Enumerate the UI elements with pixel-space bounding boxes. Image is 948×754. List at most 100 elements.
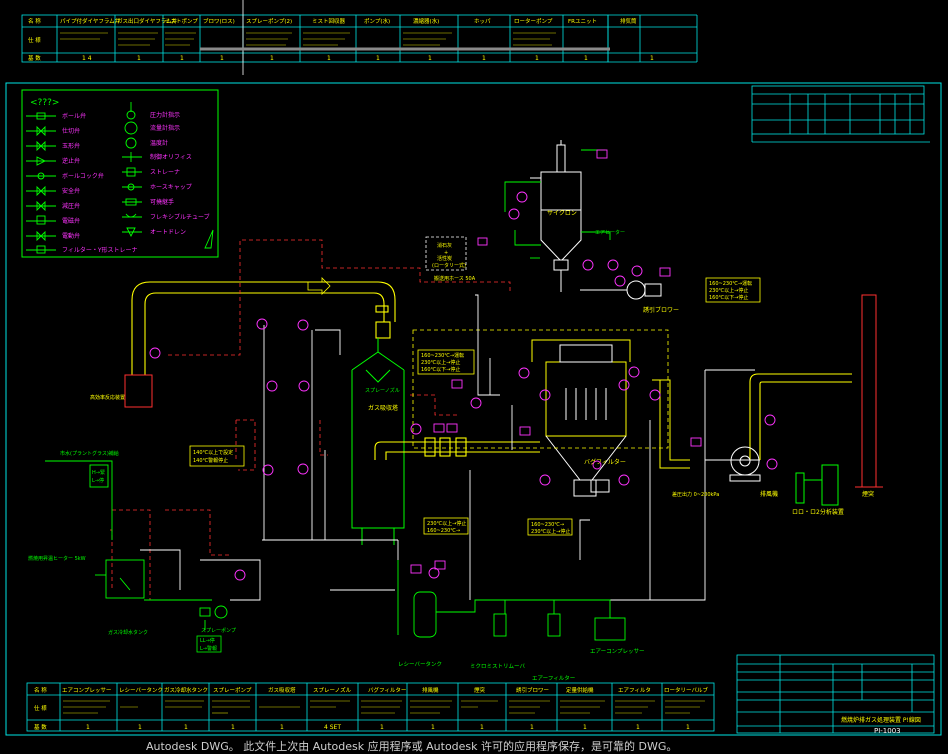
bottom-table-count: 1 [480, 724, 484, 731]
top-table-count: 1 [137, 55, 141, 62]
reactor-box [124, 374, 153, 408]
top-table-count: 1 [584, 55, 588, 62]
bottom-table-rowlabel: 名 称 [34, 686, 47, 694]
spray-nozzle-label: スプレーノズル [365, 387, 400, 394]
top-table-header: パイプ付ダイヤフラム弁 [60, 17, 121, 25]
bottom-table-count: 1 [138, 724, 142, 731]
bottom-table-count: 1 [431, 724, 435, 731]
top-table-count: 1 [327, 55, 331, 62]
top-table-count: 1 [376, 55, 380, 62]
feeder-box [425, 236, 467, 271]
top-table-header: ホッパ [474, 18, 491, 25]
status-bar [0, 736, 948, 753]
exhaust-fan [729, 446, 761, 482]
temp-note-box-1: 140℃以上で設定 140℃警報停止 [189, 445, 245, 467]
title-block [736, 654, 935, 734]
legend-box: <???> ボール弁 仕切弁 玉形弁 逆止弁 ボールコック弁 安全弁 減圧弁 電… [21, 89, 219, 258]
legend-item-right: 制御オリフィス [150, 153, 192, 161]
top-table-spec-lines [60, 32, 556, 46]
legend-item-right: オートドレン [150, 229, 186, 236]
feeder-note: + [444, 250, 448, 256]
legend-item-right: 可撓継手 [150, 198, 174, 206]
legend-item: ボール弁 [62, 112, 86, 120]
bottom-table-rowlabel: 仕 様 [34, 704, 47, 712]
top-table-header: ブロワ(ロス) [203, 17, 235, 25]
bottom-table-header: 誘引ブロワー [516, 686, 549, 694]
temp-note-box-4: 230℃以上→停止 160~230℃→ [423, 517, 469, 535]
bottom-table-header: 排風機 [422, 686, 439, 694]
bottom-equipment-table [26, 682, 715, 732]
bottom-table-header: 定量供給機 [566, 686, 594, 694]
temp-note-box-5: 160~230℃→ 230℃以上→停止 [527, 518, 573, 536]
cyclone-label: サイクロン [547, 210, 577, 217]
top-table-header: ローターポンプ [514, 17, 553, 25]
reactor-box-label: 高効率反応装置 [90, 394, 125, 401]
temp-note-3: 160~230℃→運転 [709, 281, 752, 287]
bottom-table-count: 1 [231, 724, 235, 731]
micro-mist-label: ミクロミストリムーバ [470, 663, 525, 670]
cyclone [530, 140, 582, 292]
revision-block [751, 85, 930, 143]
ll-box-frame [196, 635, 222, 653]
legend-item-right: 圧力計指示 [150, 111, 180, 119]
bottom-table-header: エアフィルタ [618, 686, 651, 694]
top-table-rowlabel: 基 数 [28, 54, 41, 62]
top-table-header: ミスト回収器 [312, 18, 346, 25]
temp-note-box-2: 160~230℃→運転 230℃以上→停止 160℃以下→停止 [417, 349, 475, 375]
top-table-count: 1 4 [82, 55, 92, 62]
bottom-table-header: レシーバータンク [119, 686, 163, 694]
bottom-table-count: 1 [583, 724, 587, 731]
legend-item: 逆止弁 [62, 157, 80, 165]
blower-label: 誘引ブロワー [643, 306, 679, 314]
temp-note-2: 160~230℃→運転 [421, 353, 464, 359]
bottom-table-count: 1 [86, 724, 90, 731]
top-table-header: ポンプ(水) [364, 17, 390, 25]
bag-filter-heater-duct [531, 339, 690, 469]
top-table-count: 1 [220, 55, 224, 62]
legend-item: 電動弁 [62, 232, 80, 240]
bottom-table-header: スプレーポンプ [213, 687, 252, 694]
stack-label: 煙突 [862, 490, 874, 498]
bottom-table-spec-lines [63, 700, 705, 714]
bottom-table-header: バグフィルター [368, 686, 406, 694]
bag-filter-label: バグフィルター [584, 458, 626, 466]
exhaust-duct [749, 373, 852, 460]
gas-absorption-tower [351, 338, 405, 545]
bottom-table-count: 1 [530, 724, 534, 731]
tower-outlet-duct [374, 437, 540, 460]
top-equipment-table [21, 14, 698, 63]
bottom-table-rowlabel: 基 数 [34, 723, 47, 731]
legend-item: 減圧弁 [62, 202, 80, 210]
top-table-header: 排気筒 [620, 17, 637, 25]
air-filter-label: エアーフィルター [532, 674, 575, 682]
bottom-table-count: 1 [636, 724, 640, 731]
legend-item: 玉形弁 [62, 142, 80, 150]
legend-title: <???> [30, 98, 59, 108]
gas-tower-label: ガス吸収塔 [368, 404, 398, 412]
drawing-frame [5, 82, 942, 736]
top-table-header: ミストポンプ [165, 18, 198, 25]
top-table-count: 1 [180, 55, 184, 62]
bag-filter [545, 344, 627, 497]
temp-note-3: 230℃以上→停止 [709, 287, 748, 294]
mixer-tank-label: ガス冷却水タンク [108, 629, 148, 636]
legend-item-right: 流量計指示 [150, 124, 180, 132]
bottom-table-header: 煙突 [474, 686, 486, 694]
legend-item: フィルター・Y形ストレーナ [62, 246, 138, 254]
induction-blower [580, 280, 662, 300]
temp-note-4: 230℃以上→停止 [427, 520, 466, 527]
legend-item-right: フレキシブルチューブ [150, 213, 210, 221]
air-compressor-line [397, 560, 626, 641]
drawing-title: 燃焼炉排ガス処理装置 P!線図 [841, 716, 921, 724]
temp-note-4: 160~230℃→ [427, 528, 460, 534]
hl-box: H→緊 [92, 470, 105, 476]
bottom-table-header: ロータリーバルブ [664, 686, 708, 694]
water-supply-label: 市水(プラントグラス)補給 [60, 450, 119, 457]
status-message: Autodesk DWG。 此文件上次由 Autodesk 应用程序或 Auto… [146, 740, 678, 753]
heater-note: 燃焼用昇温ヒーター 5kW [28, 555, 86, 562]
temp-note-1: 140℃警報停止 [193, 457, 228, 464]
heated-zone [412, 329, 669, 449]
bottom-table-header: ガス吸収塔 [268, 686, 296, 694]
top-table-count: 1 [270, 55, 274, 62]
bottom-table-count: 4 SET [324, 724, 341, 731]
